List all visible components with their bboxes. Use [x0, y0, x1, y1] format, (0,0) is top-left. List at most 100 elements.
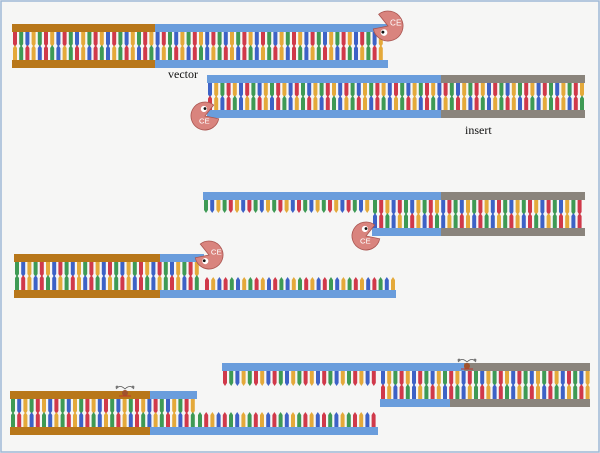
base-bottom: [322, 412, 326, 427]
base-pair-top: [443, 83, 448, 98]
base-pair-bottom: [279, 45, 284, 60]
base-pair-bottom: [106, 45, 110, 60]
base-pair-top: [23, 399, 28, 414]
base-pair-top: [480, 83, 485, 98]
base-pair-bottom: [99, 45, 104, 60]
base-pair-bottom: [87, 45, 92, 60]
base-pair-bottom: [534, 213, 539, 228]
base-pair-bottom: [62, 45, 67, 60]
base-top: [247, 371, 252, 386]
base-top: [346, 200, 351, 213]
base-pair-bottom: [75, 45, 79, 60]
base-pair-bottom: [521, 213, 526, 228]
base-pair-top: [166, 399, 170, 414]
base-pair-bottom: [153, 412, 158, 427]
base-pair-bottom: [192, 45, 197, 60]
base-pair-bottom: [356, 95, 361, 110]
base-pair-bottom: [161, 45, 166, 60]
base-pair-bottom: [393, 384, 398, 399]
base-pair-top: [422, 200, 427, 215]
base-pair-top: [143, 32, 148, 47]
base-pair-top: [523, 371, 528, 386]
base-top: [340, 200, 345, 213]
base-pair-top: [540, 200, 545, 215]
base-pair-top: [42, 399, 46, 414]
base-top: [291, 371, 296, 386]
base-top: [347, 371, 351, 386]
base-pair-bottom: [341, 45, 346, 60]
base-top: [241, 200, 246, 213]
base-pair-top: [492, 371, 497, 386]
insert-bottom-strand: [380, 399, 450, 407]
base-pair-bottom: [122, 412, 127, 427]
base-bottom: [236, 277, 240, 290]
base-pair-bottom: [143, 45, 148, 60]
base-pair-bottom: [436, 384, 441, 399]
base-pair-top: [267, 32, 272, 47]
base-pair-top: [521, 200, 526, 215]
base-pair-top: [356, 83, 361, 98]
base-pair-bottom: [425, 95, 429, 110]
base-pair-top: [186, 32, 191, 47]
vector-bottom-strand: [150, 427, 378, 435]
base-pair-bottom: [404, 213, 408, 228]
base-bottom: [229, 412, 233, 427]
base-pair-top: [307, 83, 312, 98]
base-pair-top: [35, 399, 40, 414]
base-pair-top: [172, 399, 177, 414]
base-pair-bottom: [577, 213, 582, 228]
base-top: [297, 200, 301, 213]
exonuclease-pacman-icon: CE: [190, 101, 220, 131]
base-pair-top: [50, 32, 55, 47]
base-pair-top: [503, 200, 508, 215]
base-pair-top: [254, 32, 259, 47]
base-pair-bottom: [52, 275, 57, 290]
base-pair-bottom: [347, 45, 352, 60]
base-pair-bottom: [437, 95, 442, 110]
base-pair-top: [174, 32, 179, 47]
base-top: [229, 371, 234, 386]
base-pair-top: [81, 32, 86, 47]
base-pair-bottom: [323, 45, 327, 60]
base-bottom: [315, 412, 320, 427]
base-pair-top: [261, 32, 265, 47]
base-pair-bottom: [66, 412, 71, 427]
base-pair-bottom: [410, 213, 415, 228]
base-pair-bottom: [188, 275, 193, 290]
base-pair-bottom: [329, 45, 334, 60]
base-pair-bottom: [503, 213, 508, 228]
base-pair-bottom: [276, 95, 281, 110]
base-pair-top: [360, 32, 365, 47]
base-pair-top: [70, 262, 75, 277]
base-pair-bottom: [239, 95, 243, 110]
base-bottom: [303, 412, 308, 427]
base-pair-top: [515, 200, 520, 215]
base-pair-bottom: [223, 45, 228, 60]
base-pair-bottom: [332, 95, 336, 110]
base-pair-bottom: [375, 95, 380, 110]
base-bottom: [272, 412, 277, 427]
base-pair-bottom: [178, 412, 183, 427]
base-pair-bottom: [466, 213, 470, 228]
insert-bottom-strand-backbone: [441, 228, 585, 236]
base-pair-bottom: [360, 45, 365, 60]
base-pair-bottom: [254, 45, 259, 60]
base-pair-top: [192, 32, 197, 47]
base-pair-bottom: [467, 384, 472, 399]
base-pair-top: [37, 32, 42, 47]
base-pair-top: [467, 371, 472, 386]
base-pair-bottom: [549, 95, 553, 110]
base-pair-top: [437, 83, 442, 98]
base-pair-top: [484, 200, 489, 215]
base-pair-bottom: [81, 45, 86, 60]
base-pair-top: [188, 262, 193, 277]
base-pair-top: [163, 262, 168, 277]
base-pair-top: [273, 32, 278, 47]
base-pair-top: [571, 200, 576, 215]
base-pair-top: [118, 32, 123, 47]
base-pair-bottom: [180, 45, 185, 60]
base-pair-bottom: [307, 95, 312, 110]
base-top: [254, 371, 258, 386]
base-pair-top: [332, 83, 336, 98]
base-pair-bottom: [126, 275, 131, 290]
